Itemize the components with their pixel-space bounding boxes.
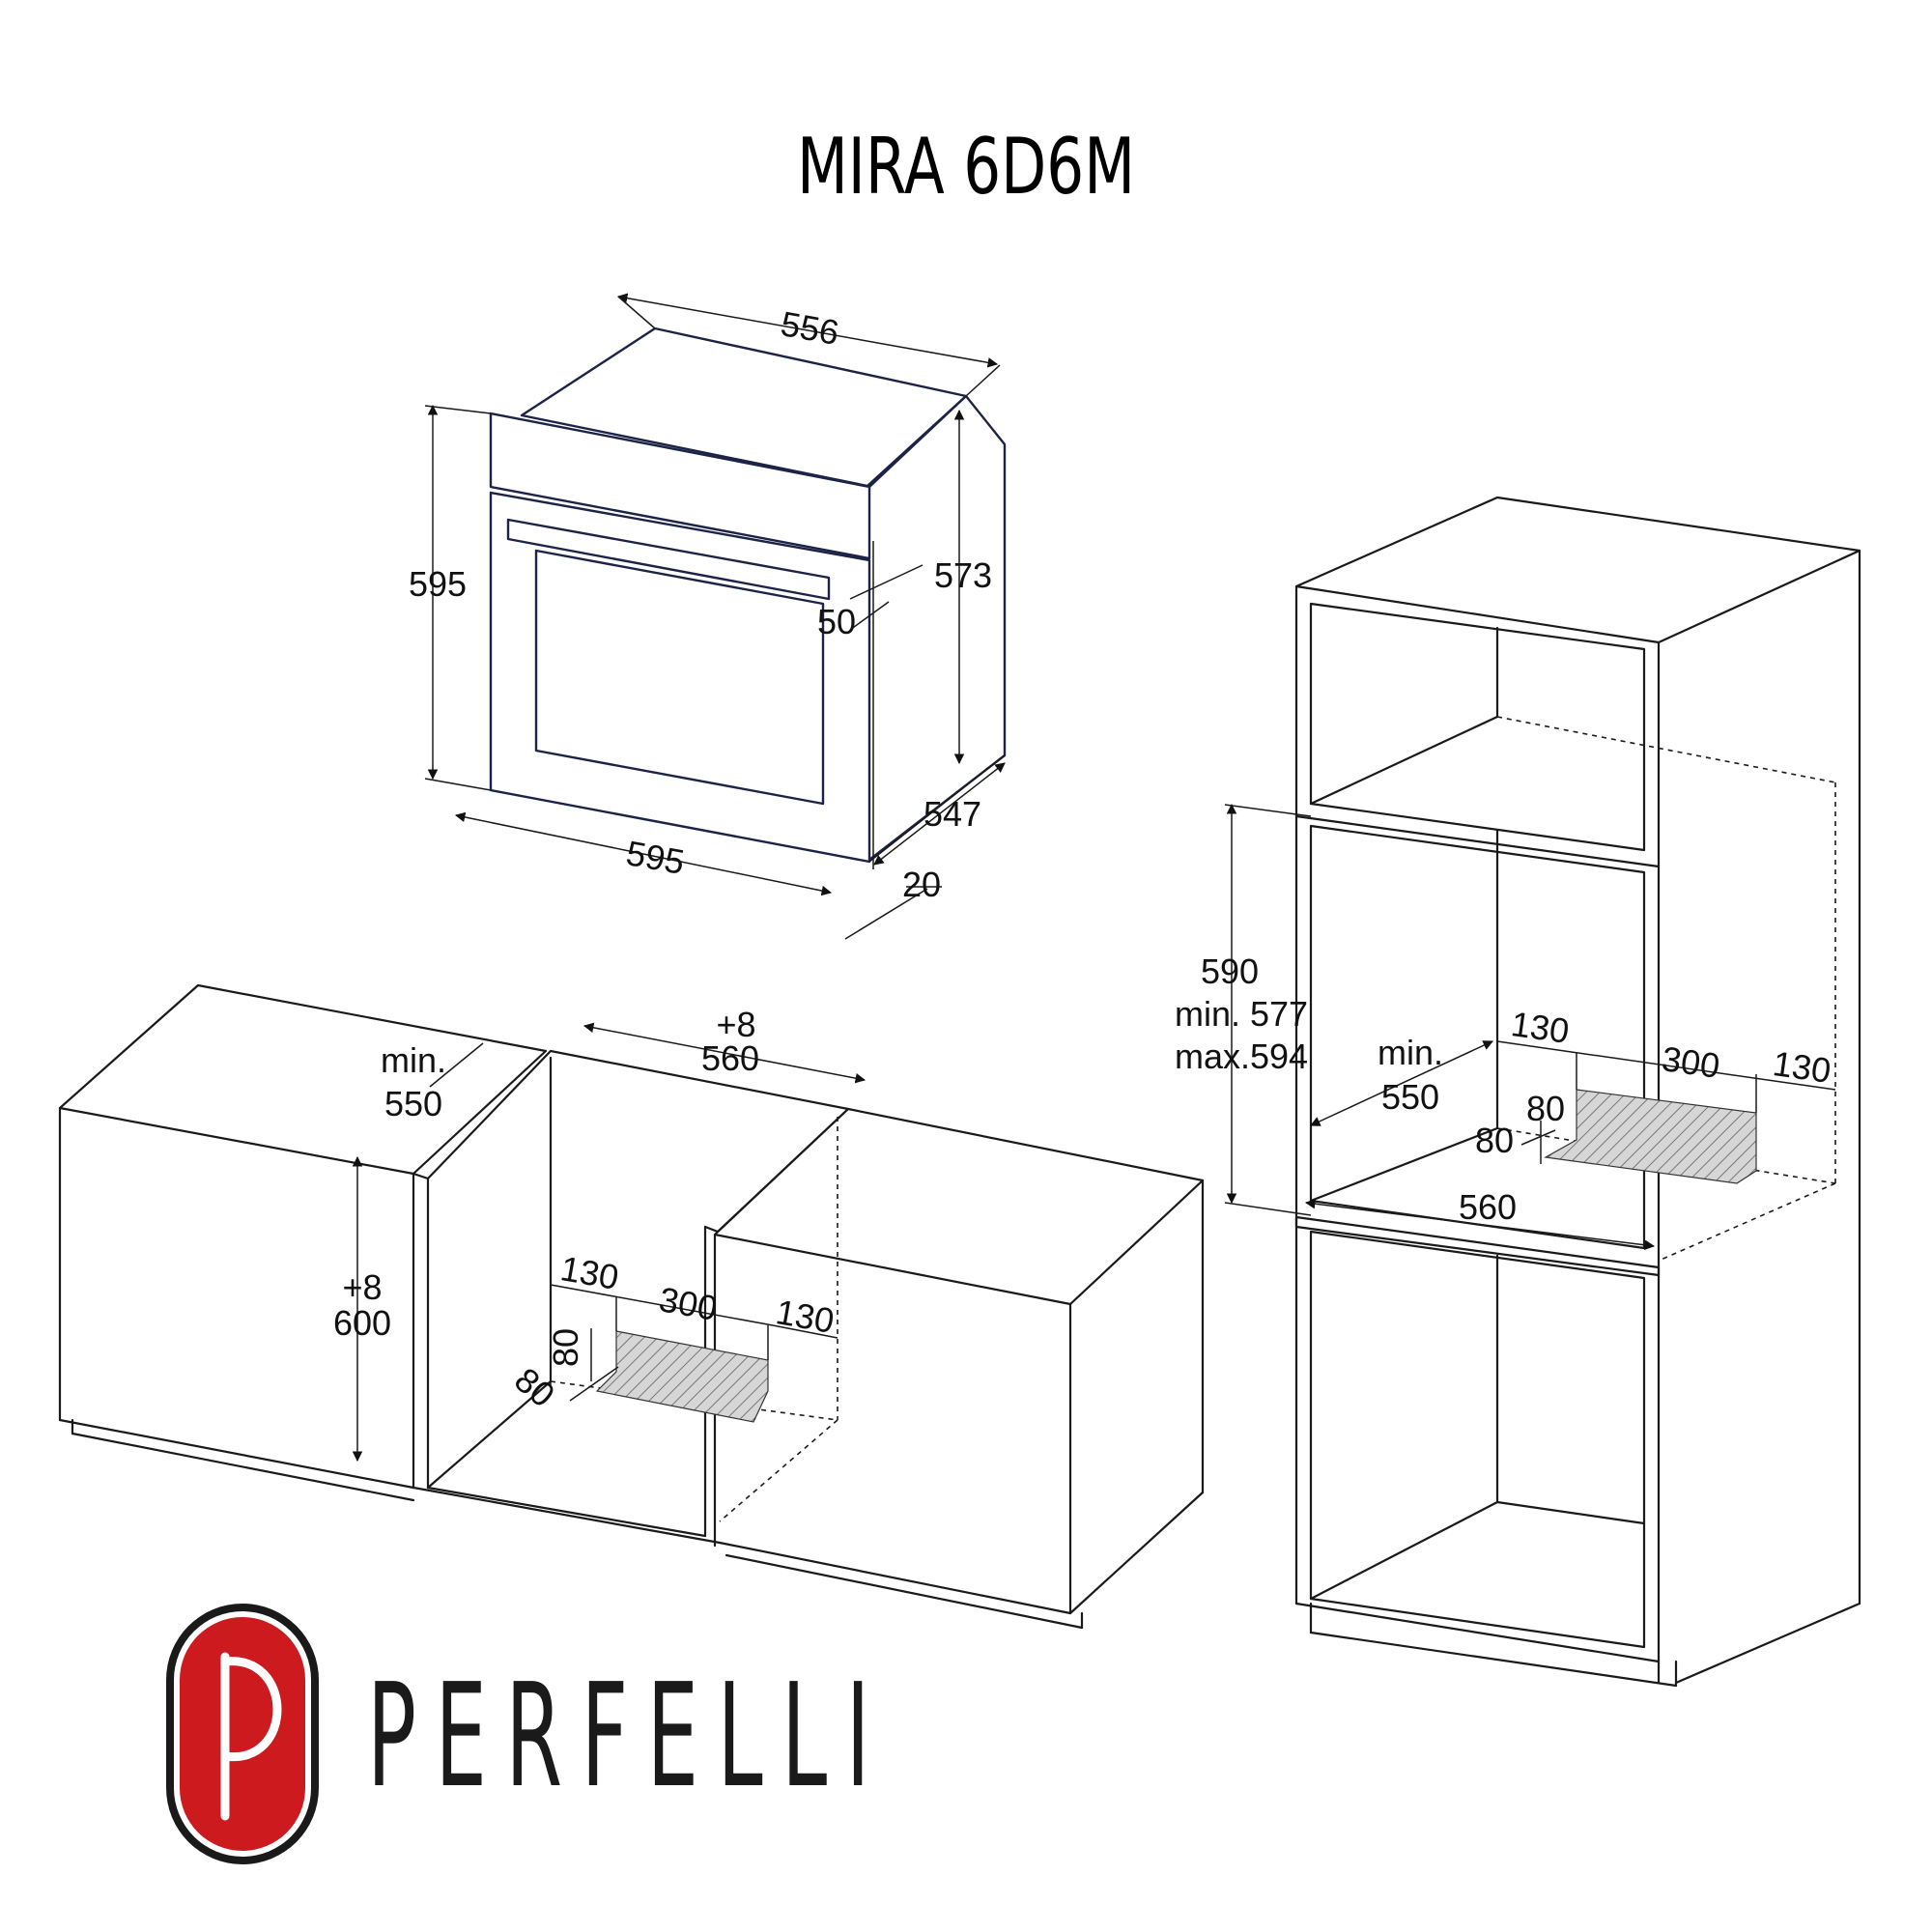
tall-height-min-label: min. 577	[1175, 994, 1308, 1034]
tall-height-label: 590	[1201, 952, 1259, 991]
oven-width-label: 595	[623, 833, 687, 882]
tall-depth-label: 550	[1381, 1077, 1439, 1117]
oven-height-label: 595	[409, 564, 467, 604]
base-tol-height-label: +8	[342, 1267, 382, 1307]
perfelli-logo: PERFELLI	[166, 1604, 889, 1864]
page-title: MIRA 6D6M	[797, 122, 1135, 212]
oven-depth-top-label: 556	[778, 303, 841, 353]
base-tol-width-label: +8	[716, 1005, 755, 1044]
logo-badge-red	[180, 1617, 305, 1851]
oven-handle-label: 50	[817, 602, 856, 641]
brand-name: PERFELLI	[367, 1653, 889, 1819]
tall-vent-height-label: 80	[1526, 1089, 1565, 1128]
tall-cabinet-drawing: 590 min. 577 max.594 min. 550 130 300 13…	[1175, 496, 1861, 1688]
base-depth-label: 550	[384, 1084, 442, 1123]
base-min-label: min.	[381, 1040, 446, 1080]
base-vent-left-label: 130	[557, 1248, 621, 1297]
oven-body-height-label: 573	[934, 555, 992, 595]
base-vent-height-label: 80	[546, 1328, 585, 1367]
base-height-label: 600	[333, 1303, 391, 1343]
tall-height-max-label: max.594	[1175, 1037, 1308, 1076]
tall-vent-right-label: 130	[1771, 1043, 1833, 1091]
base-vent-width-label: 300	[656, 1279, 720, 1328]
tall-width-label: 560	[1459, 1187, 1517, 1227]
base-cabinet-drawing: +8 560 min. 550 +8 600 130 300 130 80 80	[58, 983, 1205, 1630]
tall-min-label: min.	[1378, 1033, 1443, 1072]
oven-body-depth-label: 547	[923, 794, 981, 834]
logo-p-letter	[220, 1652, 282, 1821]
tall-vent-width-label: 300	[1660, 1038, 1722, 1086]
oven-front-label: 20	[902, 865, 941, 904]
base-vent-depth-label: 80	[507, 1360, 562, 1415]
tall-vent-depth-label: 80	[1475, 1121, 1514, 1160]
base-width-label: 560	[701, 1038, 759, 1078]
tall-vent-left-label: 130	[1509, 1004, 1572, 1051]
base-vent-right-label: 130	[773, 1292, 837, 1341]
oven-drawing: 556 595 573 50 595 547 20	[409, 293, 1007, 940]
